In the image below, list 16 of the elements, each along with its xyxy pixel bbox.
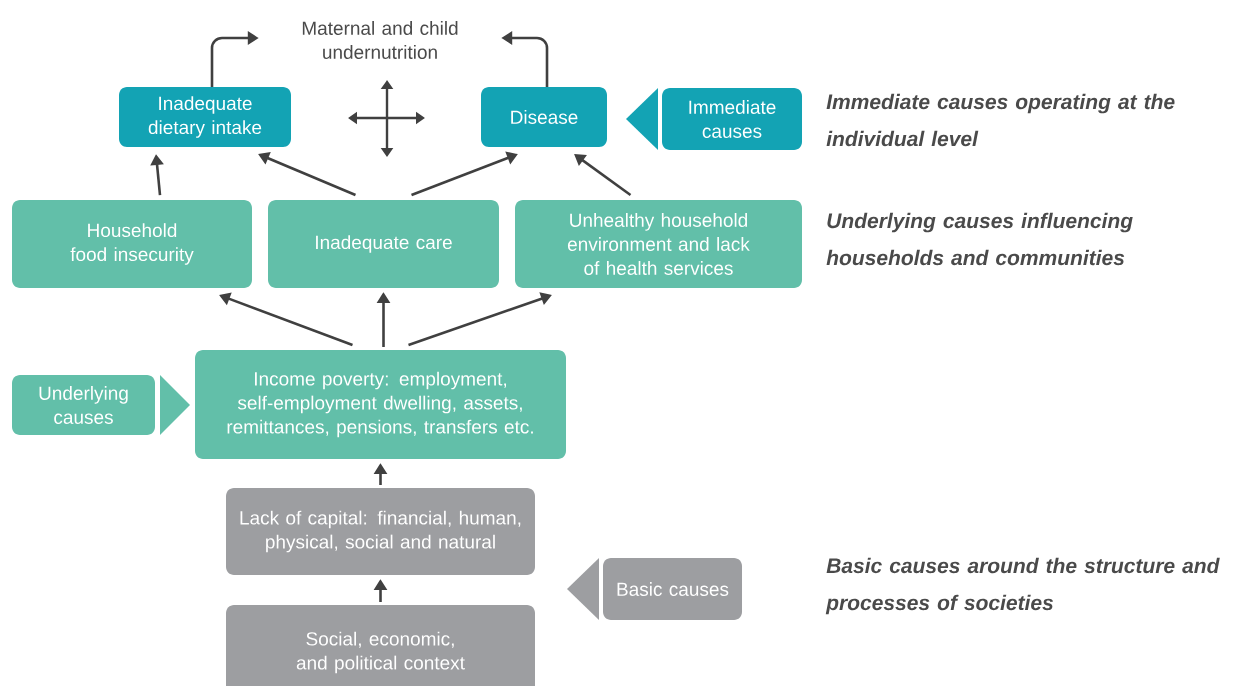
- level-caption: Immediate causes operating at the individual level: [826, 93, 1175, 147]
- cause-box: Income poverty: employment, self-employment dwelling, assets, remittances, pensions, transfers etc.: [195, 350, 566, 459]
- level-tag: Basic causes: [567, 558, 742, 620]
- cause-box: Social, economic, and political context: [226, 605, 535, 686]
- level-tag: Immediate causes: [626, 88, 802, 150]
- outcome-text: Maternal and child undernutrition: [302, 21, 458, 59]
- arrow: [574, 154, 632, 197]
- level-caption: Basic causes around the structure and processes of societies: [825, 557, 1220, 615]
- cause-box: Inadequate dietary intake: [119, 87, 291, 147]
- level-caption: Underlying causes influencing households and communities: [826, 212, 1133, 266]
- cause-box: Lack of capital: financial, human, physical, social and natural: [226, 488, 535, 575]
- cause-box: Disease: [481, 87, 607, 147]
- cause-box: Inadequate care: [268, 200, 499, 288]
- cause-box: Unhealthy household environment and lack of health services: [515, 200, 802, 288]
- cause-box: Household food insecurity: [12, 200, 252, 288]
- level-tag: Underlying causes: [12, 375, 190, 435]
